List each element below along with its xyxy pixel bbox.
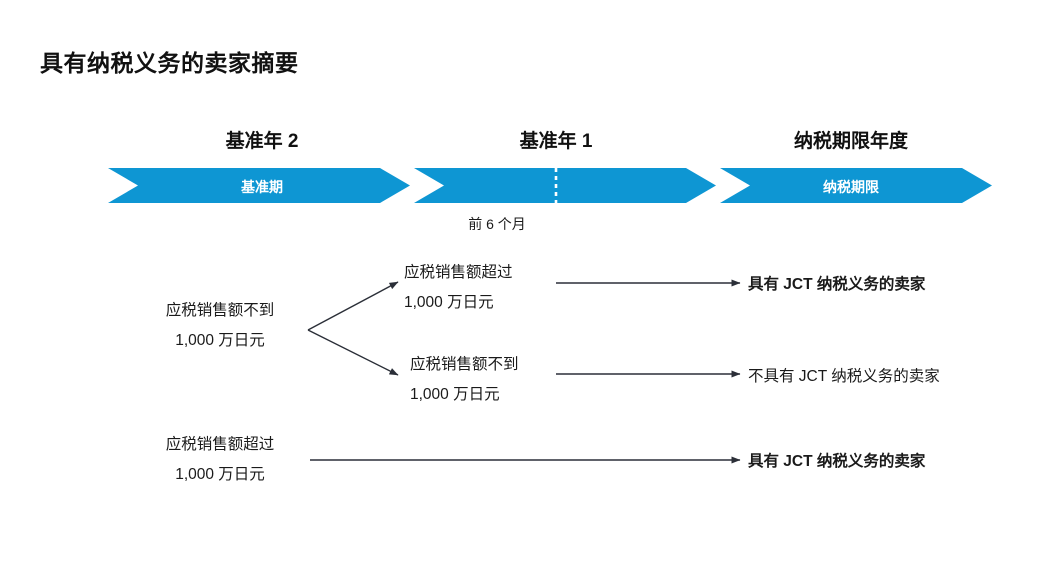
flow-node-bottom-line1: 应税销售额超过 [165,436,275,453]
flow-outcome-not-taxable-seller: 不具有 JCT 纳税义务的卖家 [748,368,940,385]
chevron-label-tax-period: 纳税期限 [823,179,879,195]
flow-node-branch-above-threshold: 应税销售额超过 1,000 万日元 [404,258,513,318]
chevron-middle-blank [414,168,716,203]
flow-node-branch-below-threshold: 应税销售额不到 1,000 万日元 [410,350,519,410]
fork-line-up [307,281,399,331]
fork-line-down [307,329,399,376]
flow-node-root-line1: 应税销售额不到 [165,302,275,319]
flow-node-bottom-line2: 1,000 万日元 [175,466,265,483]
flow-outcome-taxable-seller-1: 具有 JCT 纳税义务的卖家 [748,276,926,293]
year-header-base-year-2: 基准年 2 [225,131,299,152]
flow-node-branch-below-line1: 应税销售额不到 [410,356,519,373]
divider-note-six-months: 前 6 个月 [468,216,526,232]
flow-node-branch-above-line1: 应税销售额超过 [404,264,513,281]
year-header-base-year-1: 基准年 1 [519,131,593,152]
flow-node-root: 应税销售额不到 1,000 万日元 [166,296,275,356]
flow-node-branch-above-line2: 1,000 万日元 [404,294,494,311]
flow-node-bottom-above-threshold: 应税销售额超过 1,000 万日元 [166,430,275,490]
flow-node-branch-below-line2: 1,000 万日元 [410,386,500,403]
flow-node-root-line2: 1,000 万日元 [175,332,265,349]
year-header-tax-period-year: 纳税期限年度 [793,131,909,152]
chevron-label-base-period: 基准期 [241,179,283,195]
flow-outcome-taxable-seller-2: 具有 JCT 纳税义务的卖家 [748,453,926,470]
page-title: 具有纳税义务的卖家摘要 [40,50,299,76]
